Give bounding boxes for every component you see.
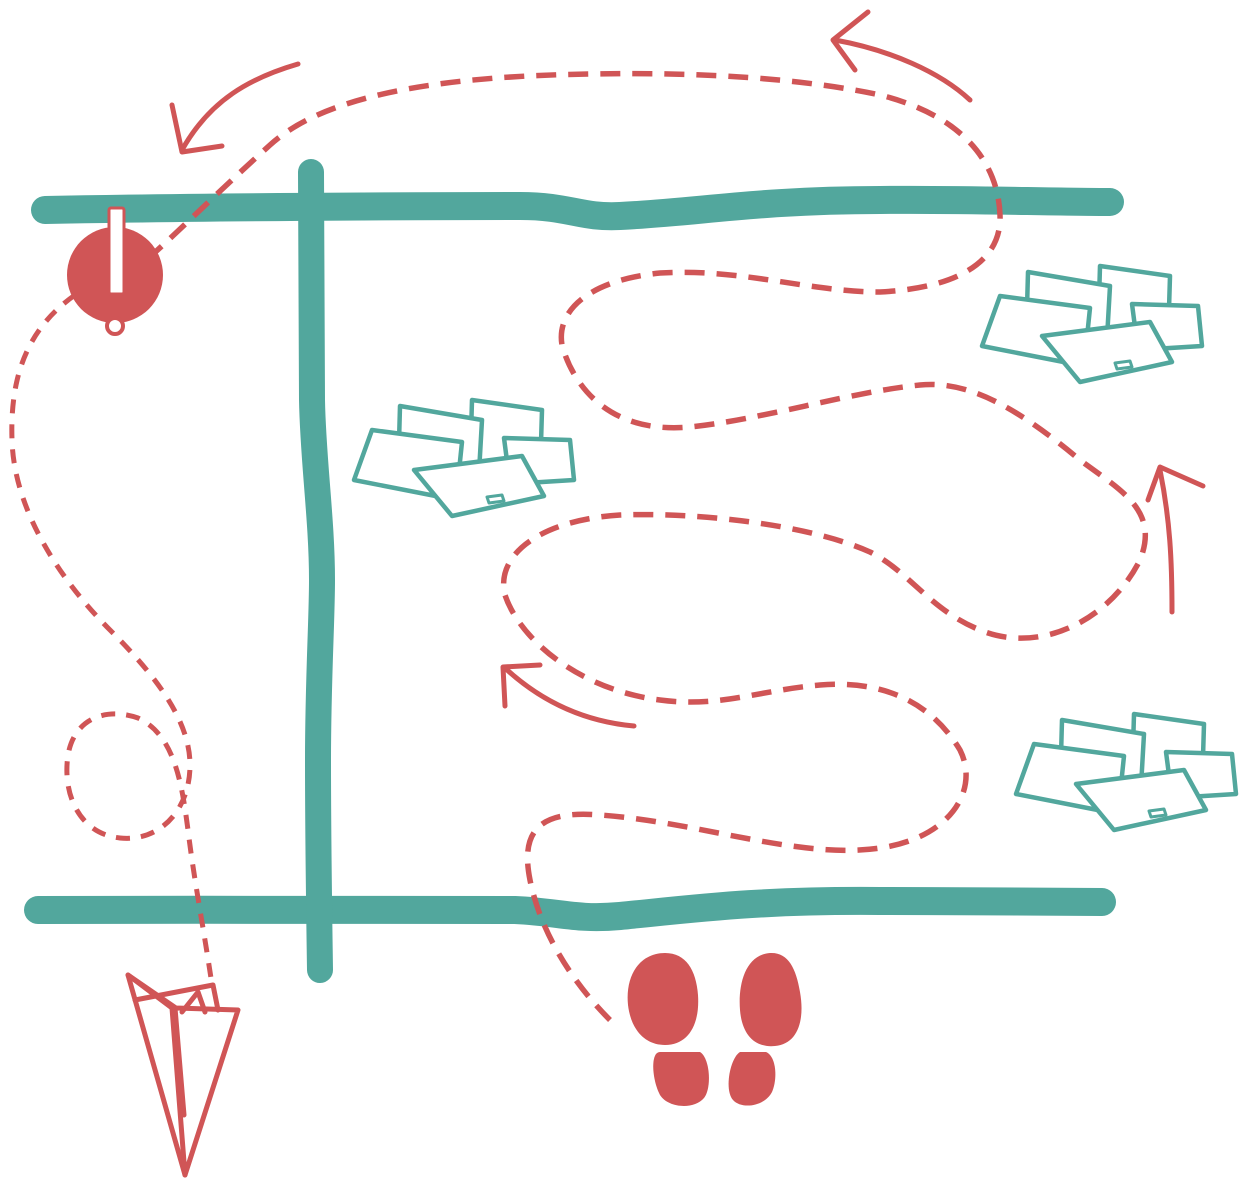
- pillow-pile-icon: [979, 263, 1205, 385]
- wall-bottom: [24, 886, 1116, 932]
- right-footprint: [728, 952, 802, 1106]
- left-footprint: [627, 953, 709, 1106]
- arrow-icon-middle: [500, 662, 637, 729]
- pillow-pile-icon: [1013, 711, 1239, 833]
- route-to-goal: [9, 292, 215, 986]
- alarm-button-icon: [67, 206, 163, 336]
- wall-divider: [298, 159, 335, 983]
- route-serpentine: [150, 70, 1148, 1022]
- arrow-icon-top-right: [830, 9, 973, 103]
- walls: [24, 159, 1124, 983]
- route: [9, 70, 1148, 1022]
- arrow-icon-right: [1145, 464, 1206, 615]
- pillow-pile-icon: [351, 397, 577, 519]
- direction-arrows: [169, 9, 1206, 729]
- paper-plane-icon: [125, 972, 241, 1178]
- footprints-icon: [627, 952, 802, 1106]
- arrow-icon-top-left: [169, 61, 301, 155]
